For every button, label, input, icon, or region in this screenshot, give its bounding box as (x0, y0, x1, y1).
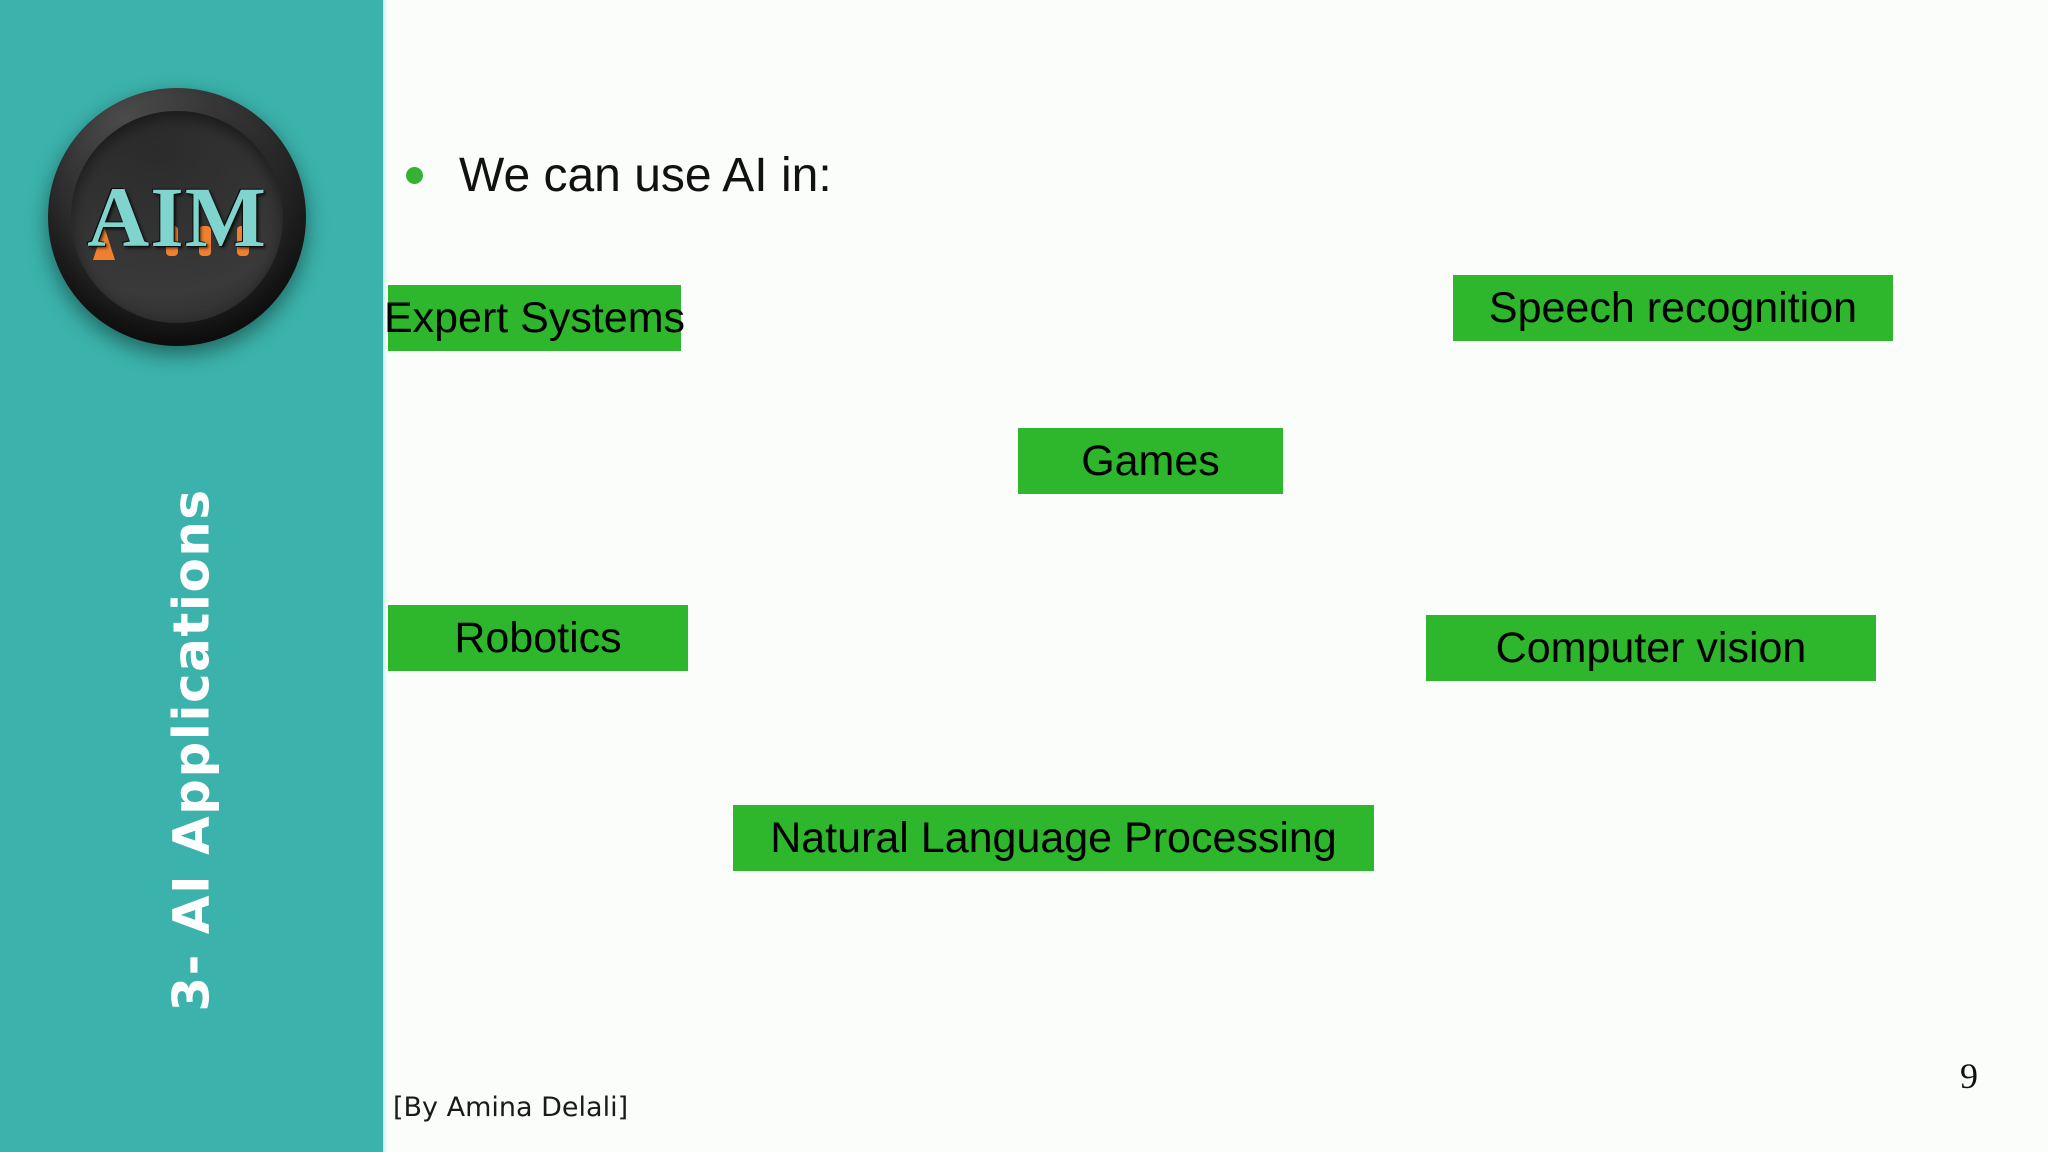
application-box[interactable]: Natural Language Processing (733, 805, 1374, 871)
bullet-text: We can use AI in: (459, 149, 832, 202)
bullet-dot-icon (406, 167, 423, 184)
logo-accent-layer (48, 88, 306, 346)
sidebar-vertical-title: 3- AI Applications (0, 470, 383, 1030)
page-number: 9 (1960, 1056, 1978, 1096)
application-box[interactable]: Games (1018, 428, 1283, 494)
application-box[interactable]: Robotics (388, 605, 688, 671)
logo-flame-m-icon (237, 226, 249, 256)
application-box[interactable]: Computer vision (1426, 615, 1876, 681)
sidebar-panel: AIM 3- AI Applications (0, 0, 383, 1152)
application-box[interactable]: Expert Systems (384, 285, 685, 351)
logo-wordmark: AIM (87, 169, 267, 265)
slide-content-area: We can use AI in: Expert Systems Speech r… (384, 0, 2048, 1152)
bullet-item: We can use AI in: (406, 148, 832, 203)
application-box[interactable]: Speech recognition (1453, 275, 1893, 341)
logo-flame-i1-icon (166, 226, 178, 256)
aim-logo-badge: AIM (48, 88, 306, 346)
sidebar-title-text: 3- AI Applications (162, 488, 221, 1012)
sidebar-edge-highlight (383, 0, 388, 1152)
logo-inner-disc (71, 111, 283, 323)
logo-text-wrapper: AIM (48, 88, 306, 346)
footer-credit: [By Amina Delali] (393, 1092, 629, 1123)
logo-flame-i2-icon (199, 226, 211, 256)
